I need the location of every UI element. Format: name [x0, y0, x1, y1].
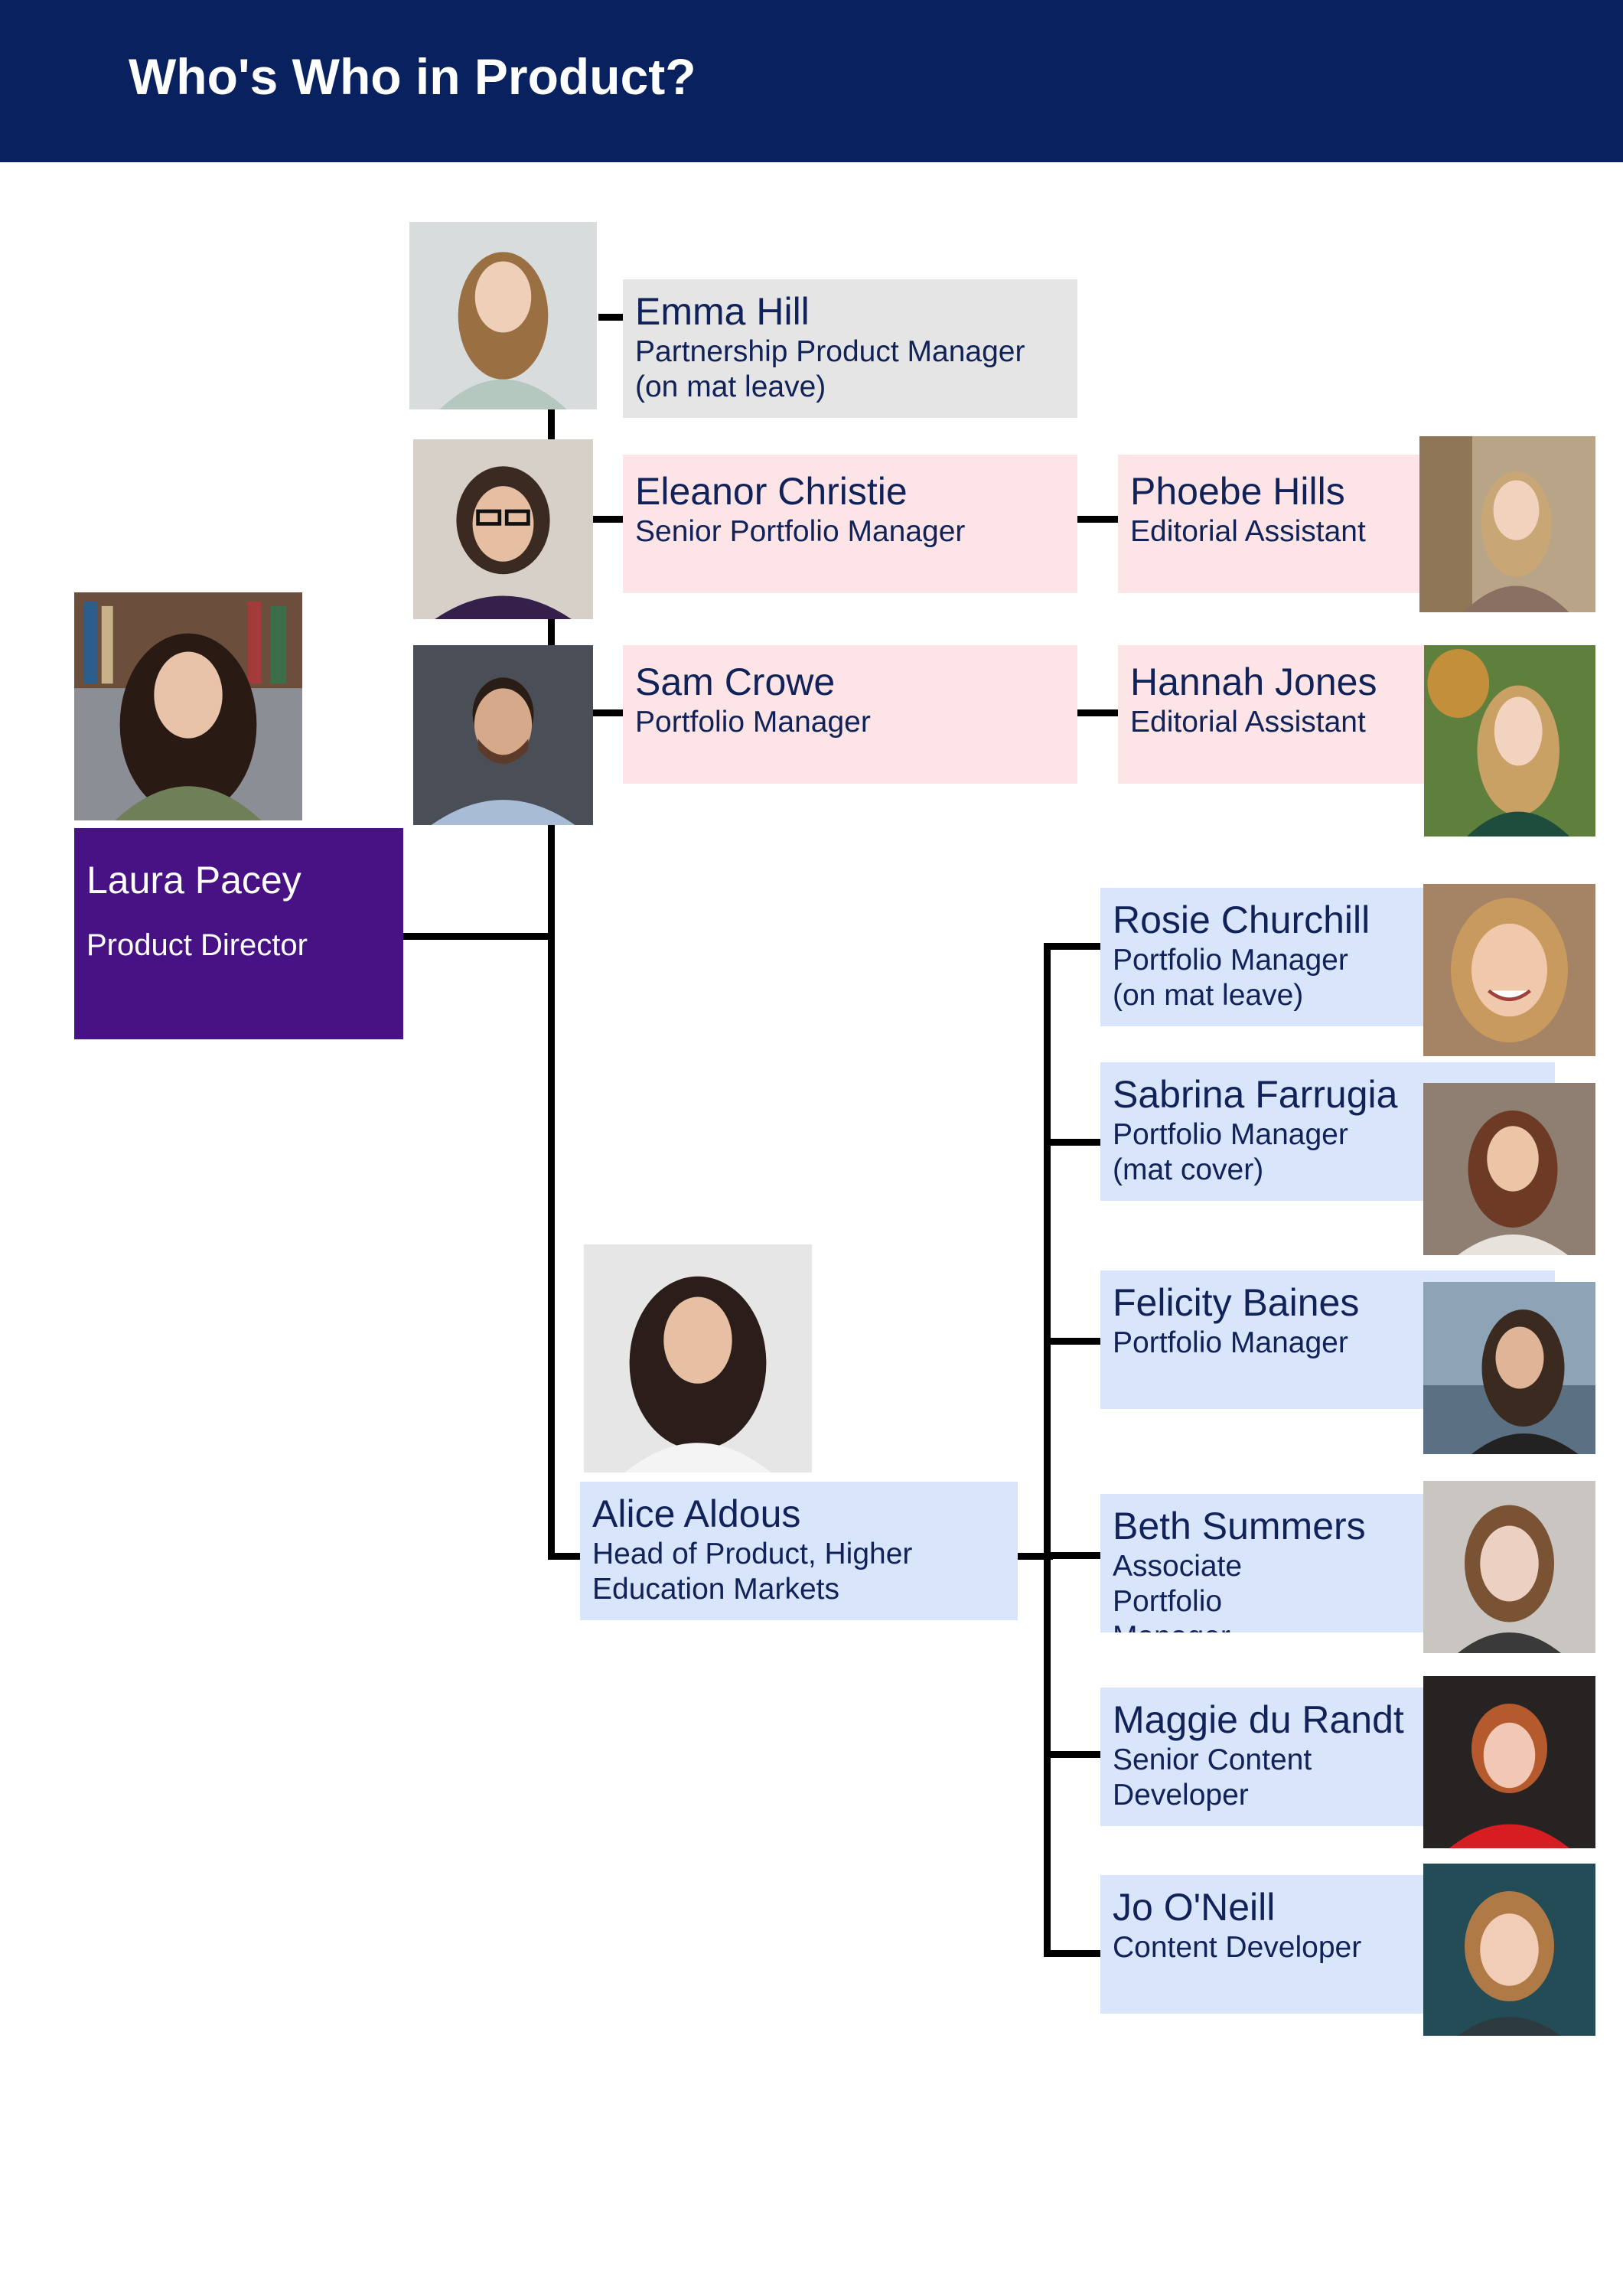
person-role: Content Developer [1113, 1931, 1362, 1964]
person-card-beth-summers: Beth Summers Associate Portfolio Manager [1100, 1494, 1429, 1632]
person-role: Product Director [86, 928, 308, 962]
portrait-photo-beth-summers [1423, 1481, 1595, 1653]
person-role: Portfolio Manager [1113, 1326, 1348, 1359]
person-card-jo-oneill: Jo O'Neill Content Developer [1100, 1875, 1429, 2014]
portrait-photo-emma-hill [409, 222, 597, 409]
connector-line [1044, 943, 1051, 1957]
person-name: Beth Summers [1113, 1505, 1366, 1548]
person-card-sam-crowe: Sam Crowe Portfolio Manager [623, 645, 1077, 784]
portrait-photo-jo-oneill [1423, 1864, 1595, 2036]
person-role: Head of Product, Higher Education Market… [592, 1538, 913, 1606]
person-role: Editorial Assistant [1130, 706, 1366, 739]
person-role: Partnership Product Manager (on mat leav… [635, 335, 1025, 403]
connector-line [1044, 1751, 1102, 1758]
person-role: Associate Portfolio Manager [1113, 1550, 1243, 1632]
person-name: Rosie Churchill [1113, 899, 1370, 941]
connector-line [593, 709, 623, 716]
connector-line [1044, 1950, 1102, 1957]
connector-line [402, 933, 552, 940]
connector-line [1076, 516, 1119, 523]
person-card-maggie-du-randt: Maggie du Randt Senior Content Developer [1100, 1688, 1429, 1826]
person-card-emma-hill: Emma Hill Partnership Product Manager (o… [623, 279, 1077, 418]
header-banner: Who's Who in Product? [0, 0, 1623, 162]
person-name: Felicity Baines [1113, 1281, 1360, 1324]
connector-line [1044, 1139, 1102, 1146]
connector-line [548, 1553, 580, 1560]
person-role: Portfolio Manager (mat cover) [1113, 1118, 1348, 1186]
connector-line [1076, 709, 1119, 716]
connector-line [1044, 943, 1102, 950]
person-name: Maggie du Randt [1113, 1698, 1404, 1741]
person-name: Laura Pacey [86, 859, 301, 902]
person-card-hannah-jones: Hannah Jones Editorial Assistant [1118, 645, 1424, 784]
connector-line [593, 516, 623, 523]
person-role: Portfolio Manager (on mat leave) [1113, 944, 1348, 1012]
connector-line [1044, 1552, 1102, 1559]
person-card-rosie-churchill: Rosie Churchill Portfolio Manager (on ma… [1100, 888, 1429, 1026]
person-card-eleanor-christie: Eleanor Christie Senior Portfolio Manage… [623, 455, 1077, 593]
portrait-photo-sabrina-farrugia [1423, 1083, 1595, 1255]
connector-line [598, 314, 623, 321]
person-name: Alice Aldous [592, 1492, 801, 1535]
portrait-photo-rosie-churchill [1423, 884, 1595, 1056]
portrait-photo-maggie-du-randt [1423, 1676, 1595, 1848]
connector-line [1044, 1338, 1102, 1345]
portrait-photo-laura-pacey [74, 592, 302, 820]
person-name: Eleanor Christie [635, 470, 908, 513]
person-card-laura-pacey: Laura Pacey Product Director [74, 828, 403, 1039]
person-role: Editorial Assistant [1130, 515, 1366, 548]
person-card-phoebe-hills: Phoebe Hills Editorial Assistant [1118, 455, 1421, 593]
person-name: Hannah Jones [1130, 660, 1377, 703]
portrait-photo-sam-crowe [413, 645, 593, 825]
connector-line [1016, 1553, 1053, 1560]
portrait-photo-alice-aldous [584, 1244, 812, 1473]
person-name: Sabrina Farrugia [1113, 1073, 1398, 1116]
person-role: Senior Portfolio Manager [635, 515, 966, 548]
person-name: Phoebe Hills [1130, 470, 1345, 513]
page-title: Who's Who in Product? [129, 48, 696, 105]
person-role: Portfolio Manager [635, 706, 871, 739]
person-card-alice-aldous: Alice Aldous Head of Product, Higher Edu… [580, 1482, 1018, 1620]
portrait-photo-hannah-jones [1424, 645, 1595, 837]
portrait-photo-phoebe-hills [1419, 436, 1595, 612]
person-name: Emma Hill [635, 290, 810, 333]
connector-line [548, 409, 555, 1559]
person-name: Jo O'Neill [1113, 1886, 1276, 1929]
portrait-photo-eleanor-christie [413, 439, 593, 619]
portrait-photo-felicity-baines [1423, 1282, 1595, 1454]
person-name: Sam Crowe [635, 660, 836, 703]
person-role: Senior Content Developer [1113, 1743, 1312, 1812]
